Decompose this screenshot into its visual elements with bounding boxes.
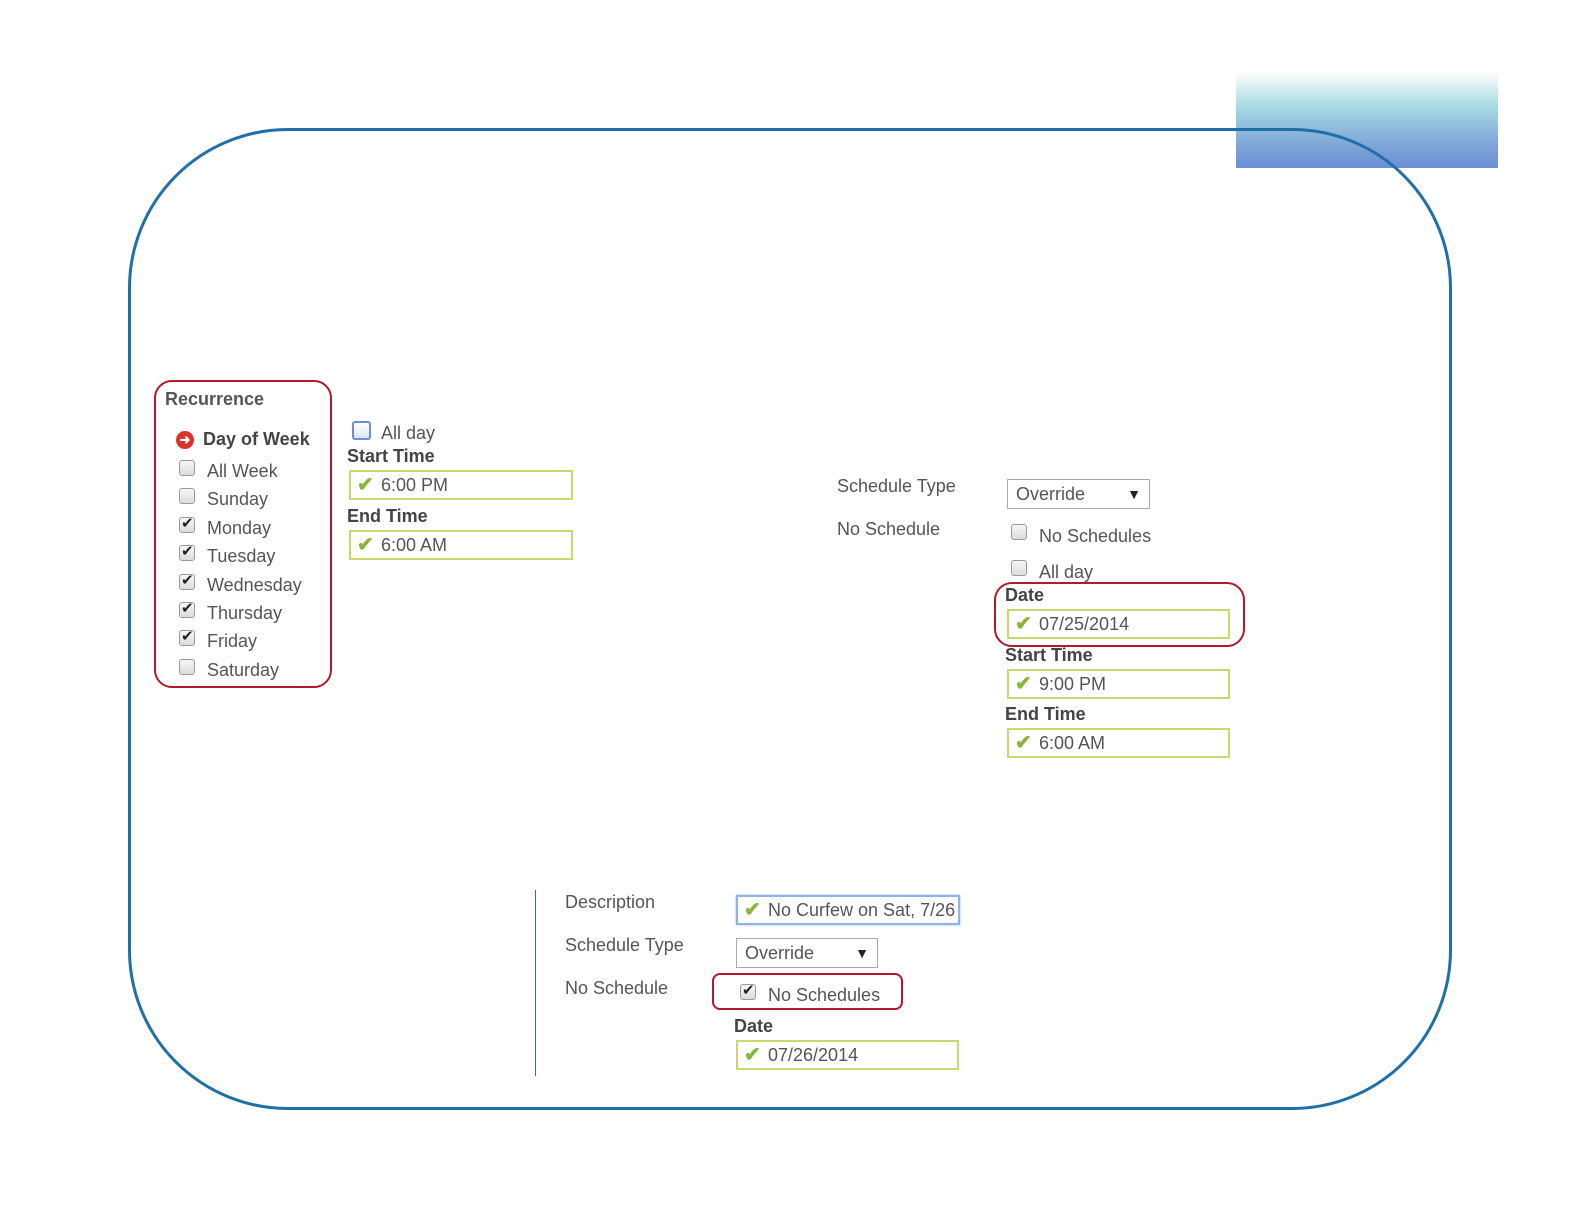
day-label: Saturday [207, 659, 280, 680]
recurrence-highlight [154, 380, 332, 688]
day-label: Monday [207, 517, 272, 538]
end-time-field[interactable]: ✔ 6:00 AM [349, 530, 573, 560]
end-time-value: 6:00 AM [381, 535, 448, 555]
check-icon: ✔ [1015, 732, 1032, 754]
day-of-week-label: Day of Week [203, 429, 310, 449]
end-time-label: End Time [347, 506, 428, 526]
day-label: Tuesday [207, 546, 276, 567]
bottom-no-schedules-checkbox[interactable] [740, 981, 756, 1000]
no-schedules-checkbox[interactable] [1011, 524, 1027, 540]
check-icon: ✔ [744, 1044, 761, 1066]
override-date-value: 07/25/2014 [1039, 614, 1130, 634]
description-label: Description [565, 892, 656, 912]
bottom-schedule-type-value: Override [745, 943, 815, 963]
no-schedule-label: No Schedule [837, 519, 941, 539]
day-checkbox[interactable] [179, 514, 195, 533]
override-end-time-label: End Time [1005, 704, 1086, 724]
schedule-type-select[interactable]: Override ▼ [1007, 479, 1150, 509]
schedule-type-label: Schedule Type [837, 476, 956, 496]
override-start-time-value: 9:00 PM [1039, 674, 1107, 694]
override-date-label: Date [1005, 585, 1045, 605]
bottom-date-value: 07/26/2014 [768, 1045, 859, 1065]
day-checkbox[interactable] [179, 599, 195, 618]
override-all-day-label: All day [1039, 562, 1094, 582]
all-day-checkbox[interactable] [352, 421, 371, 440]
day-label: Wednesday [207, 574, 302, 595]
day-checkbox[interactable] [179, 627, 195, 647]
check-icon: ✔ [1015, 673, 1032, 695]
day-checkbox[interactable] [179, 571, 195, 590]
override-end-time-value: 6:00 AM [1039, 733, 1106, 753]
description-field[interactable]: ✔ No Curfew on Sat, 7/26 [736, 895, 960, 925]
override-end-time-field[interactable]: ✔ 6:00 AM [1007, 728, 1230, 758]
check-icon: ✔ [357, 534, 374, 556]
day-label: Sunday [207, 489, 269, 510]
bottom-date-label: Date [734, 1016, 774, 1036]
bottom-date-field[interactable]: ✔ 07/26/2014 [736, 1040, 959, 1070]
no-schedules-highlight [712, 973, 903, 1010]
check-icon: ✔ [357, 474, 374, 496]
description-value: No Curfew on Sat, 7/26 [768, 900, 956, 920]
day-label: Thursday [207, 603, 283, 623]
start-time-label: Start Time [347, 446, 435, 466]
panel-divider [535, 890, 536, 1076]
check-icon: ✔ [744, 899, 761, 921]
bottom-no-schedules-label: No Schedules [768, 985, 881, 1005]
dropdown-arrow-icon: ▼ [1127, 486, 1141, 502]
day-checkbox[interactable] [179, 658, 195, 675]
recurrence-title: Recurrence [165, 389, 265, 409]
dropdown-arrow-icon: ▼ [855, 945, 869, 961]
bottom-no-schedule-label: No Schedule [565, 978, 669, 998]
bottom-schedule-type-label: Schedule Type [565, 935, 684, 955]
schedule-type-value: Override [1016, 484, 1086, 504]
date-highlight [994, 582, 1245, 647]
override-all-day-checkbox[interactable] [1011, 560, 1027, 576]
slide-frame [128, 128, 1452, 1110]
day-checkbox[interactable] [179, 542, 195, 562]
all-day-label: All day [381, 423, 436, 443]
day-checkbox[interactable] [179, 488, 195, 505]
start-time-value: 6:00 PM [381, 475, 449, 495]
override-start-time-field[interactable]: ✔ 9:00 PM [1007, 669, 1230, 699]
check-icon: ✔ [1015, 613, 1032, 635]
arrow-right-icon: ➜ [176, 431, 194, 449]
day-label: Friday [207, 631, 258, 652]
override-date-field[interactable]: ✔ 07/25/2014 [1007, 609, 1230, 639]
day-label: All Week [207, 461, 278, 481]
start-time-field[interactable]: ✔ 6:00 PM [349, 470, 573, 500]
no-schedules-label: No Schedules [1039, 526, 1152, 546]
override-start-time-label: Start Time [1005, 645, 1093, 665]
day-checkbox[interactable] [179, 460, 195, 476]
bottom-schedule-type-select[interactable]: Override ▼ [736, 938, 878, 968]
